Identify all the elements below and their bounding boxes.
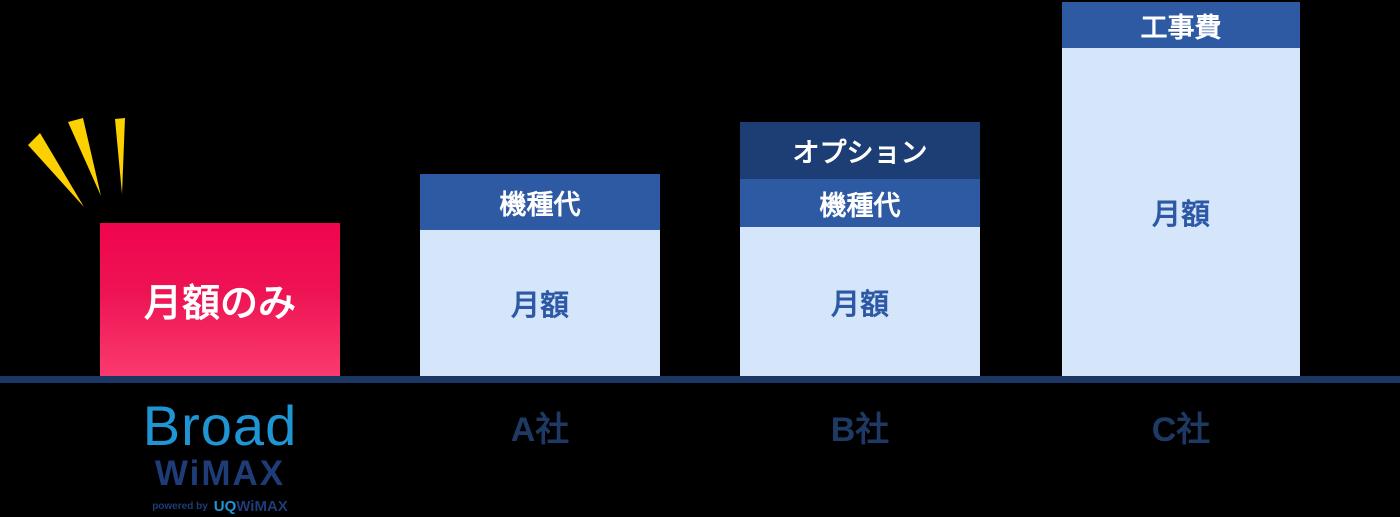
segment-option-label: オプション [792,138,928,168]
label-company-a: A社 [510,411,570,449]
segment-monthly: 月額 [740,227,980,376]
bar-company-a: 機種代 月額 [420,174,660,376]
segment-monthly-label: 月額 [1151,199,1210,231]
segment-device-cost-label: 機種代 [819,190,901,221]
segment-monthly-only-label: 月額のみ [143,283,296,325]
label-company-b: B社 [830,411,890,449]
segment-monthly: 月額 [1062,48,1300,376]
label-company-c: C社 [1151,411,1211,449]
bar-company-c: 工事費 月額 [1062,2,1300,376]
segment-construction-fee-label: 工事費 [1140,12,1222,43]
segment-monthly: 月額 [420,230,660,376]
segment-construction-fee: 工事費 [1062,2,1300,48]
bar-company-b: オプション 機種代 月額 [740,122,980,376]
uq-text: UQ [213,498,237,515]
segment-device-cost-label: 機種代 [499,189,581,220]
segment-monthly-label: 月額 [510,290,569,322]
uq-wimax-brand: UQWiMAX [214,499,288,514]
segment-option: オプション [740,122,980,179]
segment-device-cost: 機種代 [420,174,660,230]
logo-powered-by: powered by UQWiMAX [90,499,350,514]
logo-wimax-text: WiMAX [154,454,286,493]
powered-by-text: powered by [152,500,208,512]
bar-broad-wimax: 月額のみ [100,223,340,376]
segment-device-cost: 機種代 [740,179,980,227]
baseline-axis [0,376,1400,383]
sparkle-rays-icon [28,118,125,207]
uq-wimax-text: WiMAX [236,498,288,515]
segment-monthly-label: 月額 [830,288,889,321]
logo-broad-text: Broad [142,394,298,457]
broad-wimax-logo: Broad WiMAX powered by UQWiMAX [90,394,350,515]
